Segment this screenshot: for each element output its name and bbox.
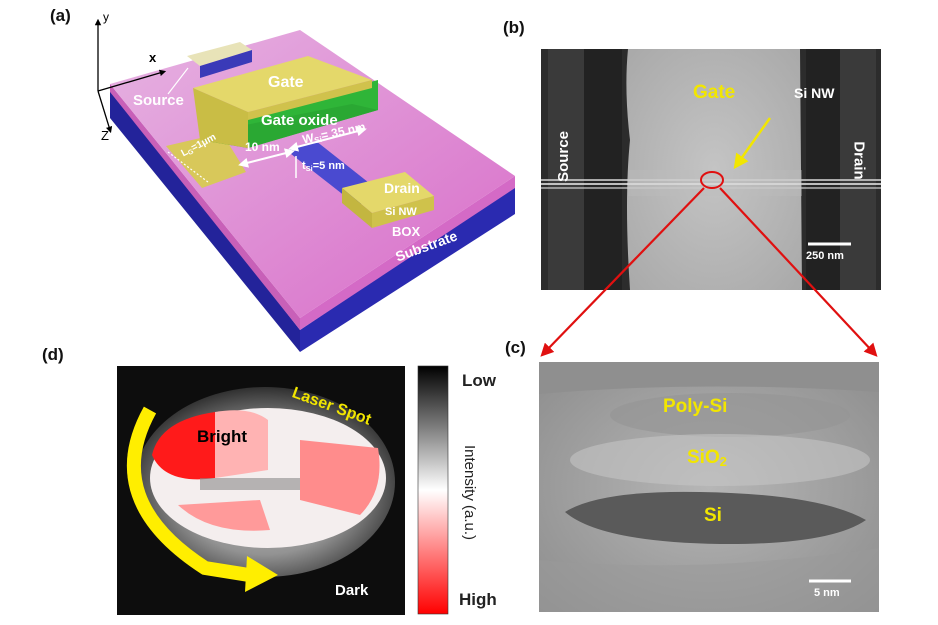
device-schematic bbox=[94, 18, 515, 352]
box-front-face bbox=[300, 176, 515, 330]
source-nw-segment bbox=[200, 50, 252, 78]
gap-label: 10 nm bbox=[245, 140, 280, 154]
sem-source-label: Source bbox=[554, 131, 572, 182]
si-nw-pointer-arrow bbox=[733, 117, 772, 170]
bright-label: Bright bbox=[197, 427, 248, 446]
tem-poly-si-label: Poly-Si bbox=[663, 396, 728, 417]
gate-oxide-label: Gate oxide bbox=[261, 112, 338, 129]
gap-dimension-arrow bbox=[238, 148, 295, 168]
source-label: Source bbox=[133, 92, 184, 109]
drain-top bbox=[342, 172, 434, 213]
axis-y-label: y bbox=[103, 10, 109, 24]
panel-label-a: (a) bbox=[50, 6, 71, 25]
box-left-face bbox=[110, 84, 300, 330]
tem-sio2-label: SiO2 bbox=[687, 447, 727, 470]
panel-label-d: (d) bbox=[42, 345, 64, 364]
bright-red-region bbox=[152, 412, 215, 480]
tem-image bbox=[539, 362, 879, 612]
sem-si-nw-label: Si NW bbox=[794, 85, 835, 101]
tsi-label: tSi=5 nm bbox=[302, 160, 345, 173]
sem-scale-label: 250 nm bbox=[806, 250, 844, 262]
panel-label-b: (b) bbox=[503, 18, 525, 37]
axis-x-label: x bbox=[149, 50, 157, 65]
tem-si-label: Si bbox=[704, 505, 722, 526]
axis-x-line bbox=[97, 69, 167, 92]
box-label: BOX bbox=[392, 224, 421, 239]
gate-label: Gate bbox=[268, 74, 304, 91]
axis-z-line bbox=[97, 90, 113, 134]
colorbar-high-label: High bbox=[459, 590, 497, 609]
substrate-left-face bbox=[110, 88, 300, 352]
sem-image bbox=[541, 49, 881, 290]
tem-poly-si-band bbox=[610, 393, 850, 437]
substrate-front-face bbox=[300, 186, 515, 352]
gate-left-face bbox=[193, 88, 248, 148]
scan-direction-arrow bbox=[126, 406, 257, 583]
tem-si-channel bbox=[565, 491, 866, 545]
source-pad bbox=[187, 42, 252, 66]
lg-pad bbox=[166, 133, 246, 188]
gate-top bbox=[193, 56, 372, 112]
tem-sio2-band bbox=[570, 434, 870, 486]
sem-drain-label: Drain bbox=[850, 141, 868, 180]
sem-gate-label: Gate bbox=[693, 82, 736, 103]
map-nanowire-trace bbox=[200, 478, 300, 490]
photocurrent-map bbox=[117, 365, 449, 615]
si-nw-label: Si NW bbox=[385, 206, 417, 218]
colorbar bbox=[417, 365, 449, 615]
colorbar-low-label: Low bbox=[462, 371, 496, 390]
axis-z-label: Z bbox=[101, 128, 109, 143]
colorbar-axis-label: Intensity (a.u.) bbox=[461, 444, 479, 541]
zoom-arrow-right bbox=[719, 187, 878, 357]
drain-label: Drain bbox=[384, 180, 420, 196]
zoom-circle bbox=[700, 171, 724, 189]
panel-label-c: (c) bbox=[505, 338, 526, 357]
tem-scale-label: 5 nm bbox=[814, 587, 840, 599]
zoom-arrow-left bbox=[540, 187, 705, 357]
dark-label: Dark bbox=[335, 582, 369, 599]
width-dimension-arrow bbox=[288, 126, 367, 152]
